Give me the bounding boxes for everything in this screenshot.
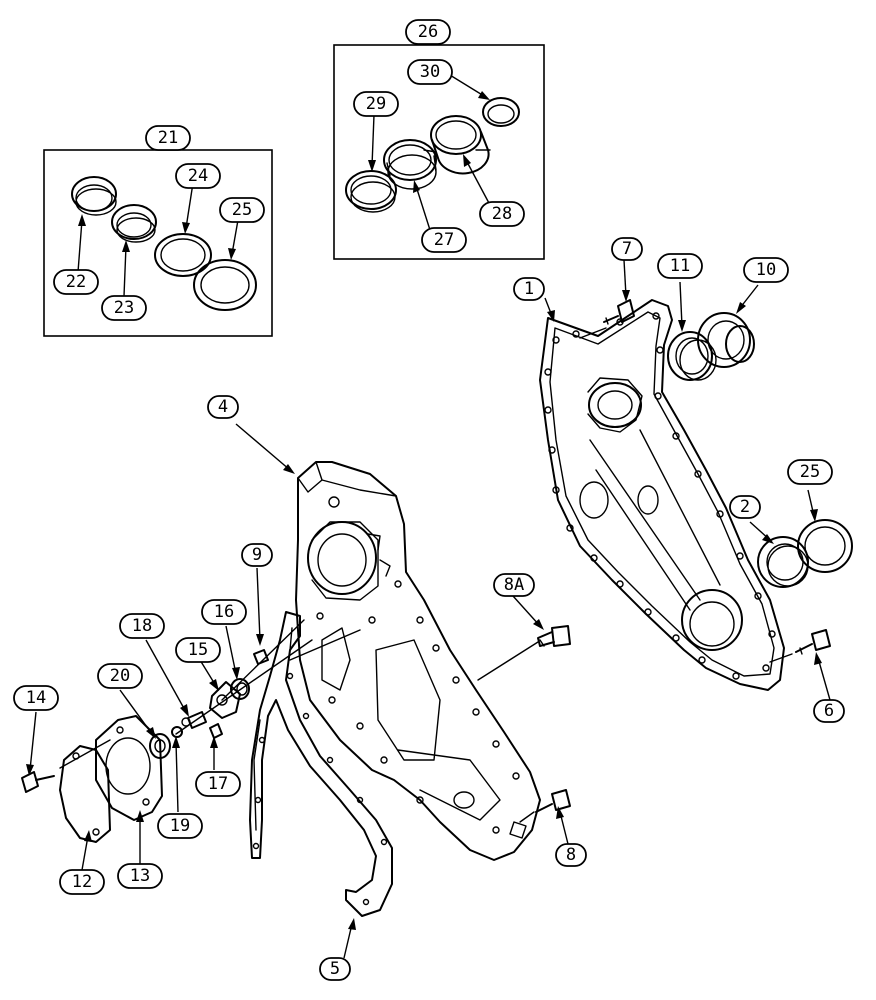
callout-17-label: 17 xyxy=(208,774,228,794)
callout-27: 27 xyxy=(421,227,467,253)
callout-17: 17 xyxy=(195,771,241,797)
callout-30: 30 xyxy=(407,59,453,85)
callout-23-label: 23 xyxy=(114,298,134,318)
callout-15-label: 15 xyxy=(188,640,208,660)
callout-11: 11 xyxy=(657,253,703,279)
ring-29 xyxy=(345,170,397,213)
callout-25-kit-label: 25 xyxy=(232,200,252,220)
callout-28: 28 xyxy=(479,201,525,227)
seal-23 xyxy=(111,204,157,243)
callout-22-label: 22 xyxy=(66,272,86,292)
callout-7: 7 xyxy=(611,237,643,261)
callout-20-label: 20 xyxy=(110,666,130,686)
callout-11-label: 11 xyxy=(670,256,690,276)
callout-5: 5 xyxy=(319,957,351,981)
seal-25-kit xyxy=(193,259,257,311)
callout-16-label: 16 xyxy=(214,602,234,622)
washer-19 xyxy=(171,726,183,738)
callout-14-label: 14 xyxy=(26,688,46,708)
bolt-7 xyxy=(603,299,635,325)
assembly-lines xyxy=(59,327,793,823)
plate-15 xyxy=(209,681,241,719)
callout-4-label: 4 xyxy=(218,397,228,417)
callout-6: 6 xyxy=(813,699,845,723)
callout-13-label: 13 xyxy=(130,866,150,886)
callout-18-label: 18 xyxy=(132,616,152,636)
seal-16 xyxy=(230,678,250,700)
seal-11 xyxy=(667,331,717,381)
bolt-8a xyxy=(537,625,571,647)
callout-8a: 8A xyxy=(493,573,535,597)
callout-4: 4 xyxy=(207,395,239,419)
callout-15: 15 xyxy=(175,637,221,663)
callout-1: 1 xyxy=(513,277,545,301)
cover-plate-12 xyxy=(59,745,111,843)
callout-8a-label: 8A xyxy=(504,575,524,595)
callout-12: 12 xyxy=(59,869,105,895)
callout-16: 16 xyxy=(201,599,247,625)
callout-27-label: 27 xyxy=(434,230,454,250)
bushing-28 xyxy=(423,115,491,175)
seal-25 xyxy=(797,519,853,573)
callout-19-label: 19 xyxy=(170,816,190,836)
callout-29: 29 xyxy=(353,91,399,117)
callout-29-label: 29 xyxy=(366,94,386,114)
callout-21-label: 21 xyxy=(158,128,178,148)
callout-26-label: 26 xyxy=(418,22,438,42)
callout-1-label: 1 xyxy=(524,279,534,299)
callout-19: 19 xyxy=(157,813,203,839)
callout-8-label: 8 xyxy=(566,845,576,865)
seal-24 xyxy=(154,233,212,277)
callout-9-label: 9 xyxy=(252,545,262,565)
callout-20: 20 xyxy=(97,663,143,689)
ring-27 xyxy=(383,139,437,190)
callout-13: 13 xyxy=(117,863,163,889)
seal-2 xyxy=(757,536,809,588)
callout-14: 14 xyxy=(13,685,59,711)
callout-5-label: 5 xyxy=(330,959,340,979)
callout-24-label: 24 xyxy=(188,166,208,186)
leader-lines xyxy=(26,71,831,959)
bolt-14 xyxy=(21,771,55,793)
callout-10: 10 xyxy=(743,257,789,283)
callout-25: 25 xyxy=(787,459,833,485)
callout-6-label: 6 xyxy=(824,701,834,721)
callout-18: 18 xyxy=(119,613,165,639)
screw-17 xyxy=(209,723,223,739)
callout-26: 26 xyxy=(405,19,451,45)
callout-30-label: 30 xyxy=(420,62,440,82)
callout-23: 23 xyxy=(101,295,147,321)
kit-box-26 xyxy=(333,44,545,260)
callout-21: 21 xyxy=(145,125,191,151)
seal-22 xyxy=(71,176,117,216)
callout-28-label: 28 xyxy=(492,204,512,224)
gear-housing-4 xyxy=(295,461,541,861)
callout-2-label: 2 xyxy=(740,497,750,517)
fitting-18 xyxy=(181,711,207,729)
callout-10-label: 10 xyxy=(756,260,776,280)
callout-24: 24 xyxy=(175,163,221,189)
callout-25-label: 25 xyxy=(800,462,820,482)
gasket-5 xyxy=(249,611,393,917)
callout-22: 22 xyxy=(53,269,99,295)
ring-30 xyxy=(482,97,520,127)
callout-8: 8 xyxy=(555,843,587,867)
pin-9 xyxy=(253,649,269,665)
bolt-8 xyxy=(535,789,571,813)
callout-7-label: 7 xyxy=(622,239,632,259)
callout-25-kit: 25 xyxy=(219,197,265,223)
bolt-6 xyxy=(795,629,831,655)
callout-9: 9 xyxy=(241,543,273,567)
seal-10 xyxy=(697,312,755,368)
callout-2: 2 xyxy=(729,495,761,519)
callout-12-label: 12 xyxy=(72,872,92,892)
cover-gasket-1 xyxy=(539,299,785,691)
